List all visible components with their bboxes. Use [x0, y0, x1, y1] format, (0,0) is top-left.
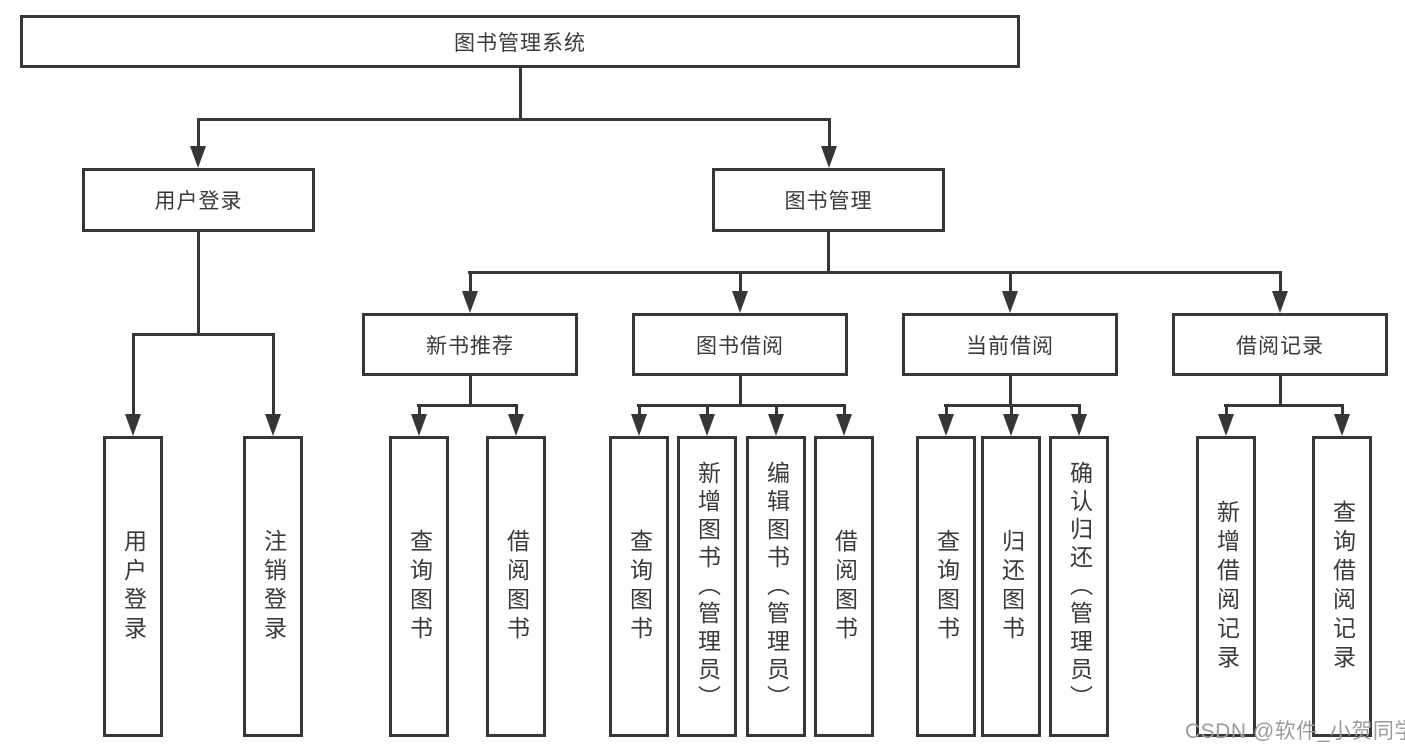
connector-line	[272, 333, 275, 415]
leaf-borrow-books-newbook-label: 借阅图书	[503, 528, 530, 645]
connector-line	[739, 374, 742, 407]
connector-line	[197, 118, 200, 148]
node-user-login-label: 用户登录	[154, 190, 243, 213]
leaf-edit-book-admin: 编辑图书（管理员）	[746, 436, 806, 737]
connector-line	[1279, 374, 1282, 407]
leaf-query-borrow-record-label: 查询借阅记录	[1329, 499, 1356, 674]
connector-line	[132, 333, 275, 336]
leaf-return-book-label: 归还图书	[998, 528, 1025, 645]
arrow-down-icon	[938, 414, 954, 436]
arrow-down-icon	[411, 414, 427, 436]
connector-line	[1224, 404, 1344, 407]
leaf-add-borrow-record: 新增借阅记录	[1196, 436, 1256, 737]
leaf-query-books-borrow: 查询图书	[609, 436, 669, 737]
leaf-query-books-newbook-label: 查询图书	[406, 528, 433, 645]
connector-line	[827, 232, 830, 274]
leaf-confirm-return-admin-label: 确认归还（管理员）	[1066, 460, 1093, 713]
leaf-query-books-current-label: 查询图书	[933, 528, 960, 645]
arrow-down-icon	[631, 414, 647, 436]
connector-line	[1009, 271, 1012, 293]
leaf-confirm-return-admin: 确认归还（管理员）	[1049, 436, 1109, 737]
connector-line	[417, 404, 518, 407]
arrow-down-icon	[732, 291, 748, 313]
node-user-login: 用户登录	[82, 168, 315, 232]
arrow-down-icon	[836, 414, 852, 436]
node-new-book-recommend-label: 新书推荐	[426, 334, 514, 358]
connector-line	[1078, 404, 1081, 416]
connector-line	[132, 333, 135, 415]
connector-line	[1341, 404, 1344, 416]
node-new-book-recommend: 新书推荐	[362, 313, 578, 376]
arrow-down-icon	[1071, 414, 1087, 436]
connector-line	[468, 271, 1282, 274]
node-book-borrow: 图书借阅	[632, 313, 848, 376]
leaf-add-book-admin-label: 新增图书（管理员）	[694, 460, 721, 713]
leaf-logout: 注销登录	[243, 436, 303, 737]
node-book-borrow-label: 图书借阅	[696, 334, 784, 358]
node-current-borrow-label: 当前借阅	[966, 334, 1054, 358]
leaf-edit-book-admin-label: 编辑图书（管理员）	[763, 460, 790, 713]
leaf-user-login: 用户登录	[103, 436, 163, 737]
leaf-borrow-books-newbook: 借阅图书	[486, 436, 546, 737]
leaf-logout-label: 注销登录	[260, 528, 287, 645]
node-current-borrow: 当前借阅	[902, 313, 1118, 376]
node-book-management: 图书管理	[712, 168, 945, 232]
connector-line	[1225, 404, 1228, 416]
watermark: CSDN @软件_小贺同学	[1185, 720, 1405, 743]
connector-line	[775, 404, 778, 416]
connector-line	[637, 404, 846, 407]
connector-line	[418, 404, 421, 416]
leaf-add-borrow-record-label: 新增借阅记录	[1213, 499, 1240, 674]
node-root-label: 图书管理系统	[454, 31, 586, 55]
arrow-down-icon	[1002, 291, 1018, 313]
leaf-add-book-admin: 新增图书（管理员）	[677, 436, 737, 737]
arrow-down-icon	[190, 146, 206, 168]
node-borrow-records-label: 借阅记录	[1236, 334, 1324, 358]
node-root: 图书管理系统	[20, 15, 1020, 68]
leaf-query-books-borrow-label: 查询图书	[626, 528, 653, 645]
arrow-down-icon	[125, 414, 141, 436]
leaf-return-book: 归还图书	[981, 436, 1041, 737]
connector-line	[1279, 271, 1282, 293]
node-book-management-label: 图书管理	[784, 190, 873, 213]
connector-line	[828, 118, 831, 148]
leaf-query-books-newbook: 查询图书	[389, 436, 449, 737]
arrow-down-icon	[1334, 414, 1350, 436]
arrow-down-icon	[821, 146, 837, 168]
leaf-borrow-books-borrow: 借阅图书	[814, 436, 874, 737]
connector-line	[1010, 404, 1013, 416]
arrow-down-icon	[508, 414, 524, 436]
connector-line	[519, 68, 522, 121]
connector-line	[197, 118, 831, 121]
leaf-query-books-current: 查询图书	[916, 436, 976, 737]
arrow-down-icon	[768, 414, 784, 436]
arrow-down-icon	[1272, 291, 1288, 313]
arrow-down-icon	[265, 414, 281, 436]
connector-line	[945, 404, 948, 416]
connector-line	[469, 271, 472, 293]
connector-line	[197, 232, 200, 336]
node-borrow-records: 借阅记录	[1172, 313, 1388, 376]
leaf-user-login-label: 用户登录	[120, 528, 147, 645]
arrow-down-icon	[699, 414, 715, 436]
connector-line	[843, 404, 846, 416]
arrow-down-icon	[1218, 414, 1234, 436]
connector-line	[515, 404, 518, 416]
leaf-borrow-books-borrow-label: 借阅图书	[831, 528, 858, 645]
connector-line	[739, 271, 742, 293]
arrow-down-icon	[462, 291, 478, 313]
connector-line	[638, 404, 641, 416]
connector-line	[1009, 374, 1012, 407]
arrow-down-icon	[1003, 414, 1019, 436]
connector-line	[469, 374, 472, 407]
leaf-query-borrow-record: 查询借阅记录	[1312, 436, 1372, 737]
connector-line	[706, 404, 709, 416]
